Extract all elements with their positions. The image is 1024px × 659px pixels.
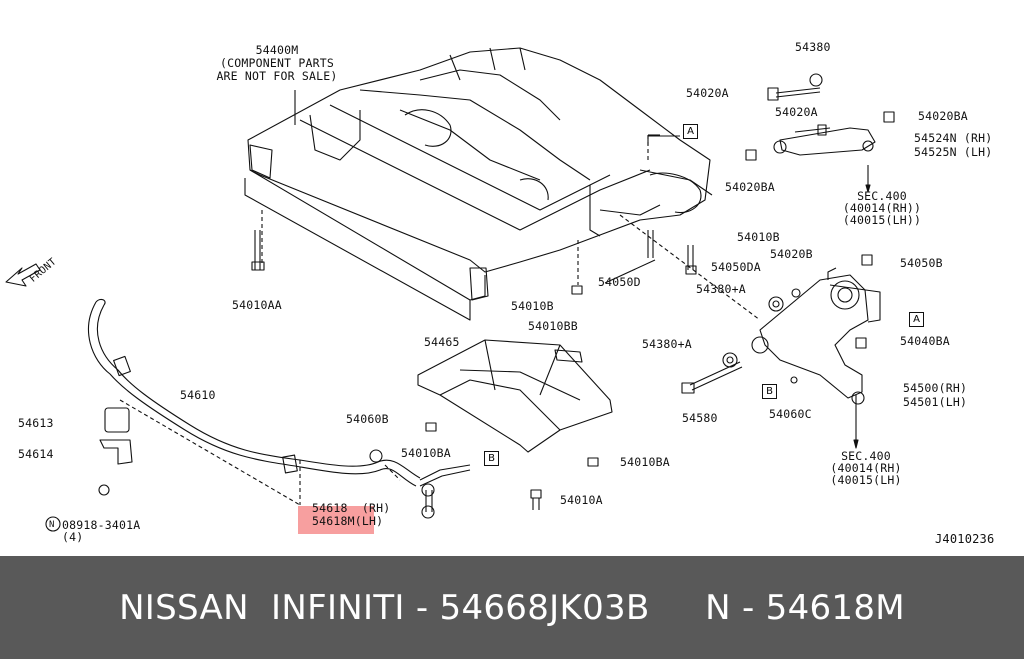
part-label-54614: 54614: [18, 447, 54, 461]
main-part-number: 54400M: [255, 43, 299, 57]
footer-title: NISSAN INFINITI - 54668JK03B N - 54618M: [119, 587, 905, 628]
part-label-54020ba-top: 54020BA: [918, 109, 968, 123]
section-ref-bottom-line-3: (40015(LH): [830, 473, 902, 487]
section-ref-bottom-line-1: SEC.400: [841, 449, 891, 463]
part-label-54618m: 54618M(LH): [312, 514, 384, 528]
front-crossmember: [247, 47, 711, 273]
part-label-54050da: 54050DA: [711, 260, 761, 274]
reference-box-b-left: B: [484, 451, 499, 466]
part-label-54380a-top: 54380+A: [696, 282, 746, 296]
reference-box-a-top: A: [683, 124, 698, 139]
part-label-54380: 54380: [795, 40, 831, 54]
part-label-54060c: 54060C: [769, 407, 812, 421]
main-part-note-line-1: (COMPONENT PARTS: [220, 56, 334, 70]
highlighted-part-54618m: [298, 506, 374, 534]
part-label-54465: 54465: [424, 335, 460, 349]
part-label-54010b-right: 54010B: [737, 230, 780, 244]
part-label-54010a: 54010A: [560, 493, 603, 507]
part-label-54020a-top: 54020A: [686, 86, 729, 100]
part-label-54050d: 54050D: [598, 275, 641, 289]
part-label-54500: 54500(RH): [903, 381, 968, 395]
connecting-rod: [419, 464, 471, 487]
section-ref-bottom-line-2: (40014(RH): [830, 461, 902, 475]
part-label-54618: 54618 (RH): [312, 501, 391, 515]
part-label-54380a-mid: 54380+A: [642, 337, 692, 351]
reference-box-b-right: B: [762, 384, 777, 399]
part-number-footer: NISSAN INFINITI - 54668JK03B N - 54618M: [0, 556, 1024, 659]
part-label-54525n: 54525N (LH): [914, 145, 993, 159]
front-arrow: [5, 263, 41, 287]
part-label-54010aa: 54010AA: [232, 298, 282, 312]
part-label-54610: 54610: [180, 388, 216, 402]
section-ref-top-line-1: SEC.400: [857, 189, 907, 203]
upper-link: [779, 127, 876, 156]
rear-crossmember: [417, 339, 613, 453]
part-label-54524n: 54524N (RH): [914, 131, 993, 145]
part-label-54010ba-left: 54010BA: [401, 446, 451, 460]
lower-control-arm: [759, 274, 869, 399]
section-ref-top-line-2: (40014(RH)): [842, 201, 922, 215]
part-label-54010ba-right: 54010BA: [620, 455, 670, 469]
part-label-54020ba-left: 54020BA: [725, 180, 775, 194]
reference-box-a-right: A: [909, 312, 924, 327]
part-label-54501: 54501(LH): [903, 395, 968, 409]
part-label-54580: 54580: [682, 411, 718, 425]
part-label-08918-quantity: (4): [62, 530, 84, 544]
part-label-54010b-mid: 54010B: [511, 299, 554, 313]
part-label-54020a-mid: 54020A: [775, 105, 818, 119]
part-label-54060b: 54060B: [346, 412, 389, 426]
exploded-parts-diagram: FRONT 54400M (COMPONENT PARTS ARE NOT FO…: [5, 40, 995, 546]
part-label-54613: 54613: [18, 416, 54, 430]
drawing-id: J4010236: [935, 532, 995, 546]
part-label-54020b: 54020B: [770, 247, 813, 261]
part-label-54040ba: 54040BA: [900, 334, 950, 348]
part-label-54050b: 54050B: [900, 256, 943, 270]
part-label-08918: 08918-3401A: [62, 518, 141, 532]
section-ref-top-line-3: (40015(LH)): [842, 213, 922, 227]
main-part-note-line-2: ARE NOT FOR SALE): [216, 69, 338, 83]
part-label-54010bb: 54010BB: [528, 319, 578, 333]
nut-symbol: N: [49, 520, 55, 530]
diagram-linework: [5, 47, 895, 532]
